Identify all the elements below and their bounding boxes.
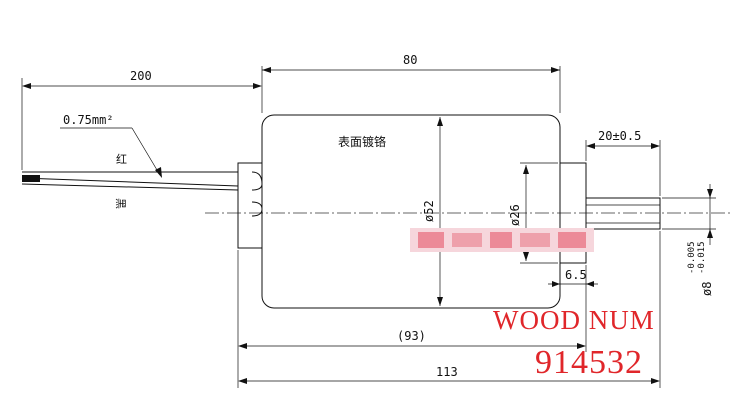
- dim-20: [585, 140, 661, 196]
- dim-d8-tol-upper: -0.005: [687, 241, 697, 274]
- dim-d8: [662, 184, 716, 245]
- dim-d8-tol-lower: -0.015: [697, 241, 707, 274]
- wire-gauge-label: 0.75mm²: [63, 113, 114, 127]
- watermark-line1: WOOD NUM: [493, 305, 655, 335]
- end-cap: [237, 162, 263, 249]
- blurred-label-band: [410, 228, 594, 252]
- dim-20-label: 20±0.5: [598, 129, 641, 143]
- dim-d8-label: ø8: [700, 282, 714, 296]
- dim-6-5-label: 6.5: [565, 268, 587, 282]
- dim-113: [238, 231, 661, 388]
- wire-red-label: 红: [116, 153, 127, 166]
- shaft: [585, 197, 661, 230]
- watermark-line2: 914532: [535, 344, 643, 381]
- dim-93: [237, 250, 587, 388]
- dim-d26-label: ø26: [508, 204, 522, 226]
- dim-d52-label: ø52: [422, 200, 436, 222]
- surface-note: 表面镀铬: [338, 134, 386, 149]
- dim-200-label: 200: [130, 69, 152, 83]
- dim-113-label: 113: [436, 365, 458, 379]
- dim-d52: [437, 117, 443, 306]
- wire-gauge-leader: [60, 127, 162, 178]
- wire-leads: [21, 171, 239, 191]
- dim-6-5: [548, 265, 598, 290]
- dim-93-label: (93): [397, 329, 426, 343]
- wire-black-label: 黑: [114, 198, 127, 209]
- dim-200: [21, 66, 263, 170]
- dim-80: [262, 66, 561, 113]
- dim-80-label: 80: [403, 53, 417, 67]
